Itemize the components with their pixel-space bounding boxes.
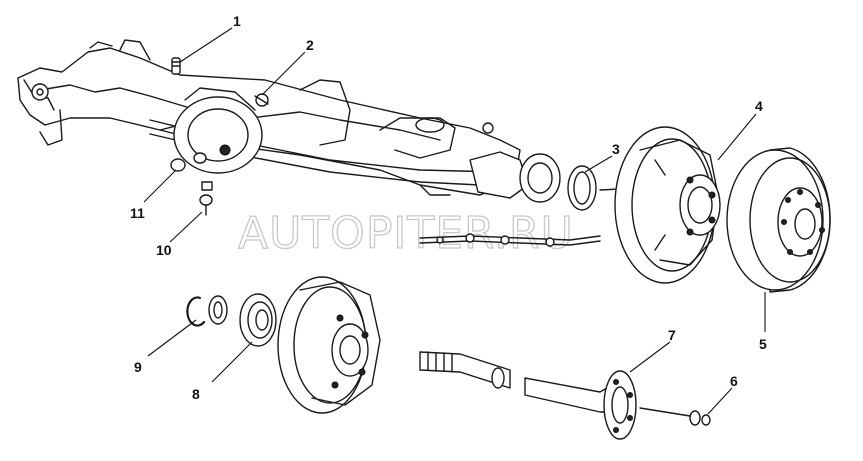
part-8-bearing [239,293,277,347]
callout-8: 8 [192,386,200,402]
part-6-wheel-stud [639,407,711,426]
callout-4: 4 [755,98,763,114]
brake-backing-plate-lower [277,276,381,414]
part-1-bolt [171,57,181,75]
part-7-axle-flange [524,370,637,440]
brake-line-assembly [419,187,661,247]
callout-labels: 1 2 3 4 5 6 7 8 9 10 11 [130,13,767,402]
callout-9: 9 [134,359,142,375]
callout-11: 11 [130,205,145,221]
chassis-frame [17,39,521,196]
leader-lines [143,27,766,415]
watermark-text: AUTOPITER.RU [238,208,574,259]
part-11-bushing [170,152,207,172]
axle-shaft [419,351,511,389]
part-9-snap-ring [186,295,228,327]
callout-7: 7 [668,327,676,343]
callout-10: 10 [156,242,172,258]
part-5-brake-drum [726,147,831,293]
part-10-nut [199,181,213,216]
part-3-seal [567,165,597,211]
callout-1: 1 [233,13,241,29]
callout-6: 6 [730,373,738,389]
part-4-brake-backing-plate [614,126,721,284]
callout-5: 5 [759,336,767,352]
callout-2: 2 [306,37,314,53]
callout-3: 3 [612,141,620,157]
